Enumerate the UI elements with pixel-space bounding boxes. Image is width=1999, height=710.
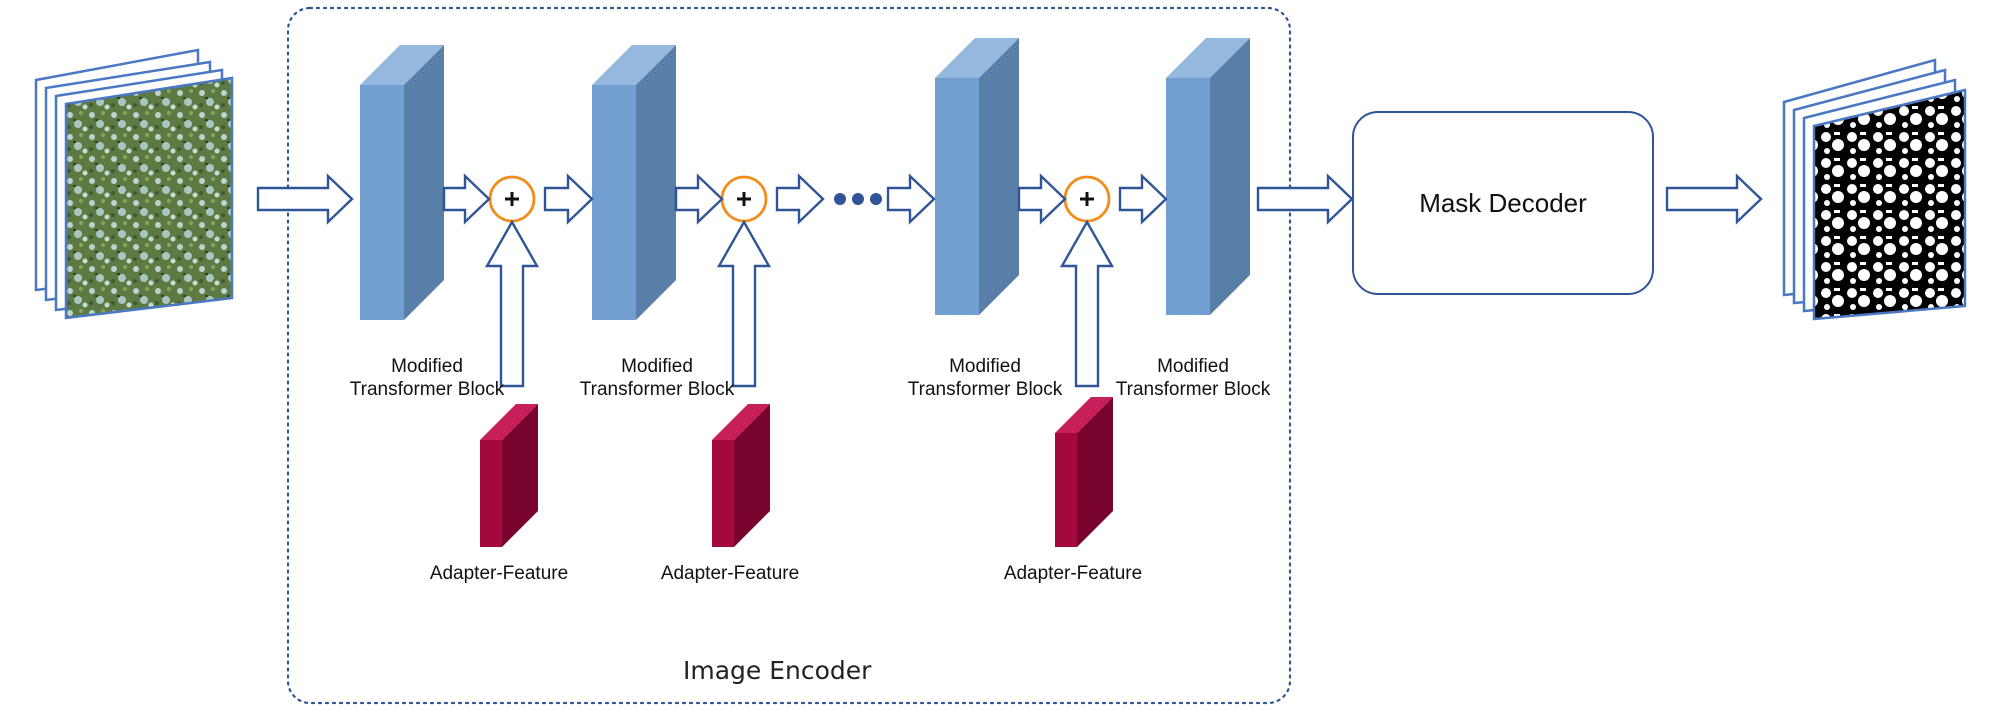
plus-to-dots-arrow bbox=[775, 173, 825, 225]
block1-to-plus-arrow bbox=[442, 173, 491, 225]
adapter-feature-2 bbox=[712, 404, 770, 547]
dots-to-block3-arrow bbox=[886, 173, 936, 225]
plus-to-block2-arrow bbox=[543, 173, 594, 225]
block-label-line2: Transformer Block bbox=[579, 379, 735, 400]
input-image-stack bbox=[34, 48, 234, 320]
plus-node-2 bbox=[720, 175, 768, 223]
adapter-label-1: Adapter-Feature bbox=[429, 563, 569, 584]
block-label-line2: Transformer Block bbox=[349, 379, 505, 400]
transformer-block-1 bbox=[360, 45, 444, 320]
plus-node-3 bbox=[1063, 175, 1111, 223]
block-label-line1: Modified bbox=[949, 356, 1021, 377]
transformer-block-2 bbox=[592, 45, 676, 320]
adapter1-up-arrow bbox=[484, 219, 540, 388]
transformer-block-3 bbox=[935, 38, 1019, 315]
block3-to-plus-arrow bbox=[1017, 173, 1067, 225]
transformer-block-4 bbox=[1166, 38, 1250, 315]
mask-decoder-box: Mask Decoder bbox=[1352, 111, 1654, 295]
mask-decoder-label: Mask Decoder bbox=[1419, 187, 1587, 218]
adapter-label-3: Adapter-Feature bbox=[1003, 563, 1143, 584]
block-label-line2: Transformer Block bbox=[1115, 379, 1271, 400]
decoder-to-output-arrow bbox=[1665, 173, 1763, 225]
block-label-line1: Modified bbox=[1157, 356, 1229, 377]
adapter-feature-3 bbox=[1055, 397, 1113, 547]
adapter-label-2: Adapter-Feature bbox=[660, 563, 800, 584]
adapter3-up-arrow bbox=[1059, 219, 1115, 388]
block-label-2: Modified Transformer Block bbox=[537, 355, 777, 401]
block-label-line1: Modified bbox=[391, 356, 463, 377]
encoder-to-decoder-arrow bbox=[1256, 173, 1354, 225]
block-label-1: Modified Transformer Block bbox=[307, 355, 547, 401]
block-label-line2: Transformer Block bbox=[907, 379, 1063, 400]
image-encoder-frame bbox=[286, 6, 1292, 705]
adapter-feature-1 bbox=[480, 404, 538, 547]
plus-node-1 bbox=[488, 175, 536, 223]
output-mask-stack bbox=[1782, 58, 1967, 321]
block-label-4: Modified Transformer Block bbox=[1073, 355, 1313, 401]
block2-to-plus-arrow bbox=[674, 173, 724, 225]
image-encoder-title: Image Encoder bbox=[683, 656, 872, 685]
input-arrow bbox=[256, 173, 354, 225]
block-label-line1: Modified bbox=[621, 356, 693, 377]
ellipsis-dots bbox=[834, 193, 882, 205]
block-label-3: Modified Transformer Block bbox=[865, 355, 1105, 401]
adapter2-up-arrow bbox=[716, 219, 772, 388]
plus-to-block4-arrow bbox=[1118, 173, 1168, 225]
